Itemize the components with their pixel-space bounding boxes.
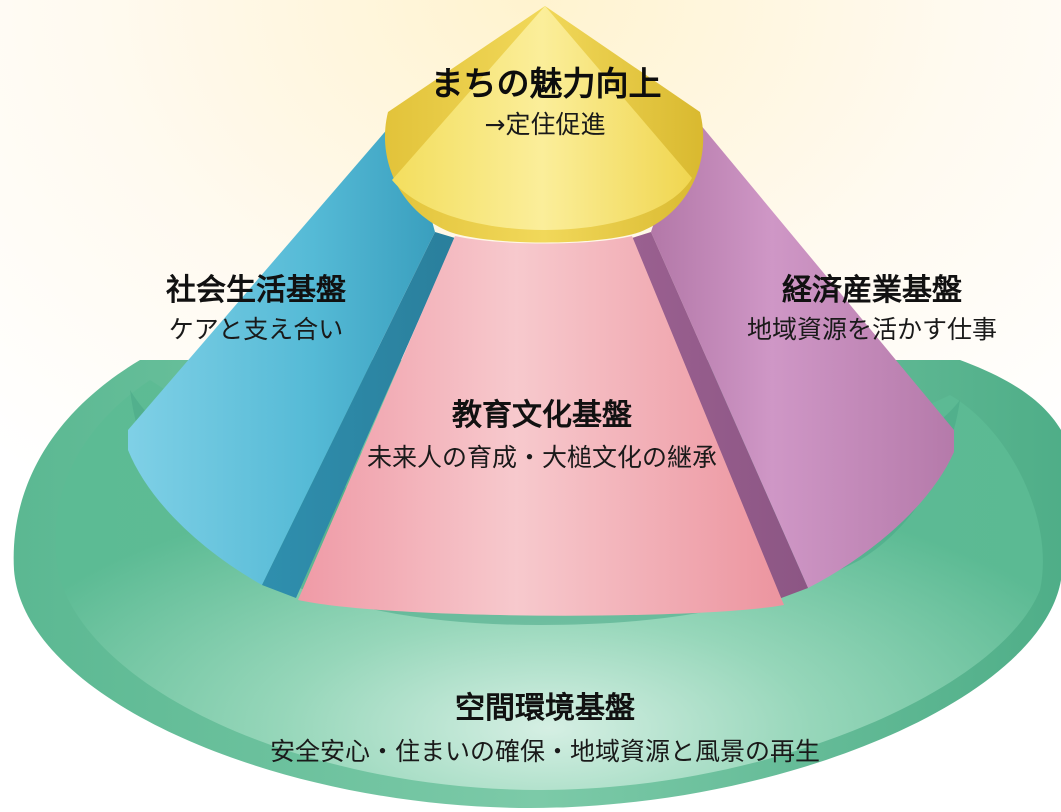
center-tier-label: 教育文化基盤 未来人の育成・大槌文化の継承 bbox=[367, 398, 717, 472]
right-tier-edge bbox=[632, 232, 808, 600]
right-tier-label: 経済産業基盤 地域資源を活かす仕事 bbox=[747, 273, 997, 344]
left-tier-label: 社会生活基盤 ケアと支え合い bbox=[166, 273, 346, 344]
top-tier bbox=[384, 6, 704, 243]
top-tier-label: まちの魅力向上 →定住促進 bbox=[431, 64, 662, 139]
base-tier-label: 空間環境基盤 安全安心・住まいの確保・地域資源と風景の再生 bbox=[270, 691, 820, 766]
left-tier-face bbox=[128, 112, 435, 585]
top-tier-subtitle: →定住促進 bbox=[485, 110, 606, 139]
right-tier-face bbox=[651, 112, 954, 588]
center-tier-title: 教育文化基盤 bbox=[452, 398, 632, 433]
base-tier-title: 空間環境基盤 bbox=[455, 691, 635, 726]
right-tier bbox=[632, 112, 954, 600]
right-tier-title: 経済産業基盤 bbox=[782, 273, 962, 308]
left-tier bbox=[128, 112, 455, 598]
left-tier-title: 社会生活基盤 bbox=[166, 273, 346, 308]
center-tier bbox=[298, 236, 784, 616]
top-tier-face bbox=[392, 6, 692, 230]
center-tier-face bbox=[298, 236, 784, 616]
left-tier-subtitle: ケアと支え合い bbox=[169, 315, 344, 344]
left-tier-edge bbox=[262, 232, 455, 598]
right-tier-subtitle: 地域資源を活かす仕事 bbox=[747, 315, 997, 344]
center-tier-subtitle: 未来人の育成・大槌文化の継承 bbox=[367, 443, 717, 472]
top-tier-title: まちの魅力向上 bbox=[431, 64, 662, 103]
base-tier-subtitle: 安全安心・住まいの確保・地域資源と風景の再生 bbox=[270, 737, 820, 766]
